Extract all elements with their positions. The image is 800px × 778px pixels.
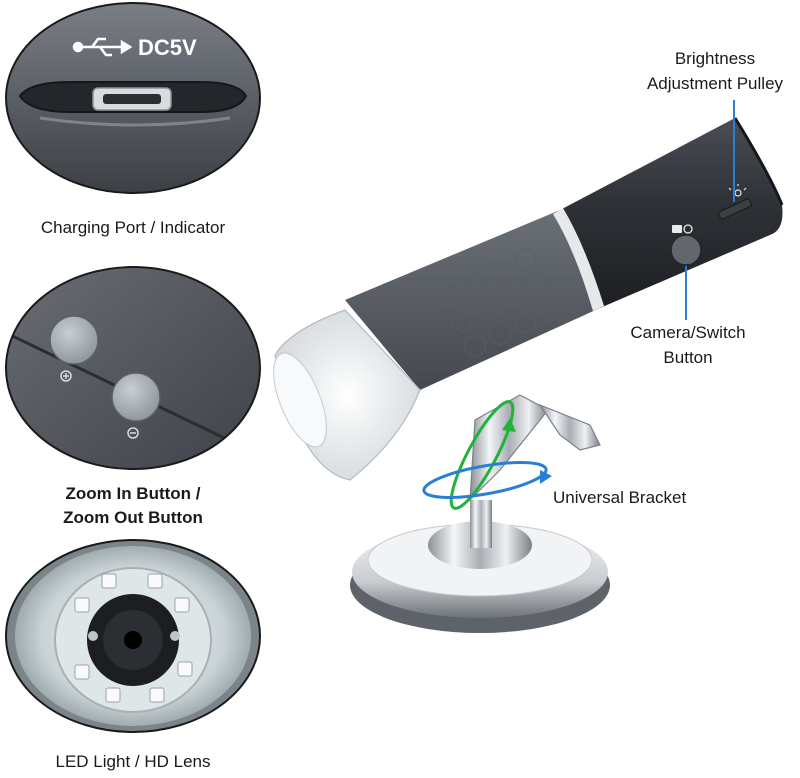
brightness-callout-line1: Brightness — [674, 49, 756, 68]
zoom-caption-line1: Zoom In Button / — [65, 484, 201, 503]
bracket-callout: Universal Bracket — [553, 488, 687, 507]
led-lens-inset — [5, 539, 261, 733]
dc5v-label: DC5V — [138, 35, 197, 60]
zoom-buttons-inset — [5, 266, 261, 470]
camera-icon — [672, 225, 682, 233]
zoom-in-button[interactable] — [49, 315, 99, 365]
power-icon — [683, 224, 693, 234]
led-lights — [74, 573, 193, 703]
led-caption: LED Light / HD Lens — [55, 752, 211, 771]
camera-callout-line1: Camera/Switch — [630, 323, 746, 342]
brightness-pulley[interactable] — [718, 198, 752, 220]
microscope — [273, 117, 784, 633]
camera-switch-button[interactable] — [670, 234, 702, 266]
charging-port-caption: Charging Port / Indicator — [40, 218, 226, 237]
rotation-arrow-green — [449, 400, 515, 510]
zoom-in-icon — [60, 370, 72, 382]
rotation-arrow-blue — [422, 461, 548, 499]
usb-icon — [72, 37, 133, 57]
zoom-out-icon — [127, 427, 139, 439]
brightness-callout-line2: Adjustment Pulley — [646, 74, 784, 93]
camera-callout-line2: Button — [663, 348, 713, 367]
zoom-caption-line2: Zoom Out Button — [63, 508, 203, 527]
charging-port-inset — [5, 2, 261, 194]
zoom-out-button[interactable] — [111, 372, 161, 422]
